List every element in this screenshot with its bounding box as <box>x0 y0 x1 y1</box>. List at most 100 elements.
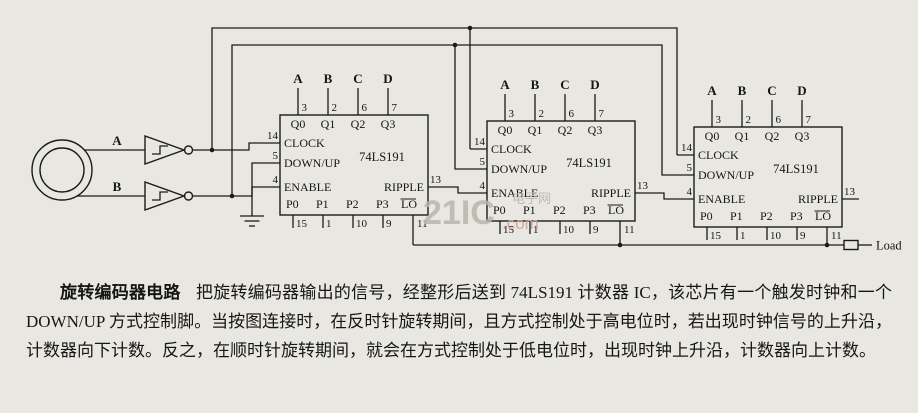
hysteresis-icon <box>152 145 168 155</box>
wire <box>192 142 263 151</box>
pin-number: 6 <box>776 114 782 126</box>
q0-label: Q0 <box>705 129 720 143</box>
down-up-label: DOWN/UP <box>491 162 547 176</box>
pin-number: 13 <box>844 186 856 198</box>
output-a-label: A <box>500 77 510 92</box>
pin-number: 14 <box>474 136 486 148</box>
lo-label: LO <box>608 203 624 217</box>
output-b-label: B <box>324 71 333 86</box>
pin-number: 6 <box>362 102 368 114</box>
schmitt-inverter-b <box>144 181 194 211</box>
counter-ic-3: A B C D 3 2 6 7 Q0 Q1 Q2 Q3 14 5 4 CLOCK… <box>677 83 859 242</box>
pin-number: 13 <box>637 180 649 192</box>
pin-number: 1 <box>740 230 746 242</box>
p0-label: P0 <box>700 209 713 223</box>
wire <box>251 186 263 216</box>
p3-label: P3 <box>790 209 803 223</box>
p1-label: P1 <box>730 209 743 223</box>
pin-number: 3 <box>716 114 722 126</box>
watermark-cn: 电子网 <box>512 191 551 206</box>
output-b-label: B <box>531 77 540 92</box>
lo-label: LO <box>815 209 831 223</box>
pin-number: 9 <box>386 218 392 230</box>
p0-label: P0 <box>493 203 506 217</box>
lo-label: LO <box>401 197 417 211</box>
enable-label: ENABLE <box>698 192 745 206</box>
output-a-label: A <box>707 83 717 98</box>
q2-label: Q2 <box>558 123 573 137</box>
watermark-brand: 21IC <box>423 194 495 232</box>
rotary-encoder-symbol <box>31 139 93 201</box>
pin-number: 10 <box>770 230 782 242</box>
p1-label: P1 <box>316 197 329 211</box>
pin-number: 5 <box>687 162 693 174</box>
clock-label: CLOCK <box>698 148 739 162</box>
q1-label: Q1 <box>735 129 750 143</box>
pin-number: 4 <box>480 180 486 192</box>
ripple-label: RIPPLE <box>591 186 631 200</box>
pin-number: 4 <box>273 174 279 186</box>
pin-number: 13 <box>430 174 442 186</box>
pin-number: 15 <box>710 230 722 242</box>
q0-label: Q0 <box>498 123 513 137</box>
encoder-output-a-label: A <box>112 133 122 148</box>
ic-body <box>693 126 843 228</box>
output-d-label: D <box>797 83 806 98</box>
pin-number: 7 <box>392 102 398 114</box>
ic-body <box>486 120 636 222</box>
junction-dot <box>229 193 235 199</box>
pin-number: 5 <box>273 150 279 162</box>
counter-ic-2: A B C D 3 2 6 7 Q0 Q1 Q2 Q3 14 5 4 CLOCK… <box>470 77 652 236</box>
enable-label: ENABLE <box>284 180 331 194</box>
p1-label: P1 <box>523 203 536 217</box>
junction-dot <box>209 147 215 153</box>
p0-label: P0 <box>286 197 299 211</box>
pin-number: 15 <box>503 224 515 236</box>
pin-number: 15 <box>296 218 308 230</box>
p3-label: P3 <box>376 197 389 211</box>
q3-label: Q3 <box>795 129 810 143</box>
wire <box>652 192 677 200</box>
pin-number: 5 <box>480 156 486 168</box>
output-d-label: D <box>383 71 392 86</box>
ic-part-number: 74LS191 <box>773 162 819 176</box>
caption: 旋转编码器电路把旋转编码器输出的信号，经整形后送到 74LS191 计数器 IC… <box>0 272 918 366</box>
q1-label: Q1 <box>528 123 543 137</box>
pin-number: 4 <box>687 186 693 198</box>
ic-part-number: 74LS191 <box>359 150 405 164</box>
junction-dots <box>209 25 830 248</box>
ground-symbol <box>240 215 264 227</box>
output-b-label: B <box>738 83 747 98</box>
down-up-label: DOWN/UP <box>284 156 340 170</box>
schmitt-inverter-a <box>144 135 194 165</box>
q2-label: Q2 <box>765 129 780 143</box>
p3-label: P3 <box>583 203 596 217</box>
pin-number: 1 <box>326 218 332 230</box>
pin-number: 1 <box>533 224 539 236</box>
pin-number: 2 <box>332 102 338 114</box>
pin-number: 11 <box>624 224 635 236</box>
pin-number: 3 <box>509 108 515 120</box>
junction-dot <box>452 42 458 48</box>
output-c-label: C <box>353 71 362 86</box>
output-a-label: A <box>293 71 303 86</box>
wires <box>192 27 872 246</box>
wire <box>454 45 470 170</box>
caption-body: 把旋转编码器输出的信号，经整形后送到 74LS191 计数器 IC，该芯片有一个… <box>26 283 892 361</box>
q0-label: Q0 <box>291 117 306 131</box>
encoder-output-b-label: B <box>113 179 122 194</box>
pin-number: 11 <box>831 230 842 242</box>
pin-number: 14 <box>681 142 693 154</box>
ic-body <box>279 114 429 216</box>
junction-dot <box>617 242 623 248</box>
ic-part-number: 74LS191 <box>566 156 612 170</box>
counter-ic-1: A B C D 3 2 6 7 Q0 Q1 Q2 Q3 14 5 4 CLOCK… <box>263 71 445 230</box>
p2-label: P2 <box>553 203 566 217</box>
pin-number: 2 <box>539 108 545 120</box>
pin-number: 9 <box>593 224 599 236</box>
load-component-box <box>843 239 859 251</box>
encoder-inner-circle <box>39 147 85 193</box>
junction-dot <box>467 25 473 31</box>
inverter-triangle <box>144 181 187 211</box>
